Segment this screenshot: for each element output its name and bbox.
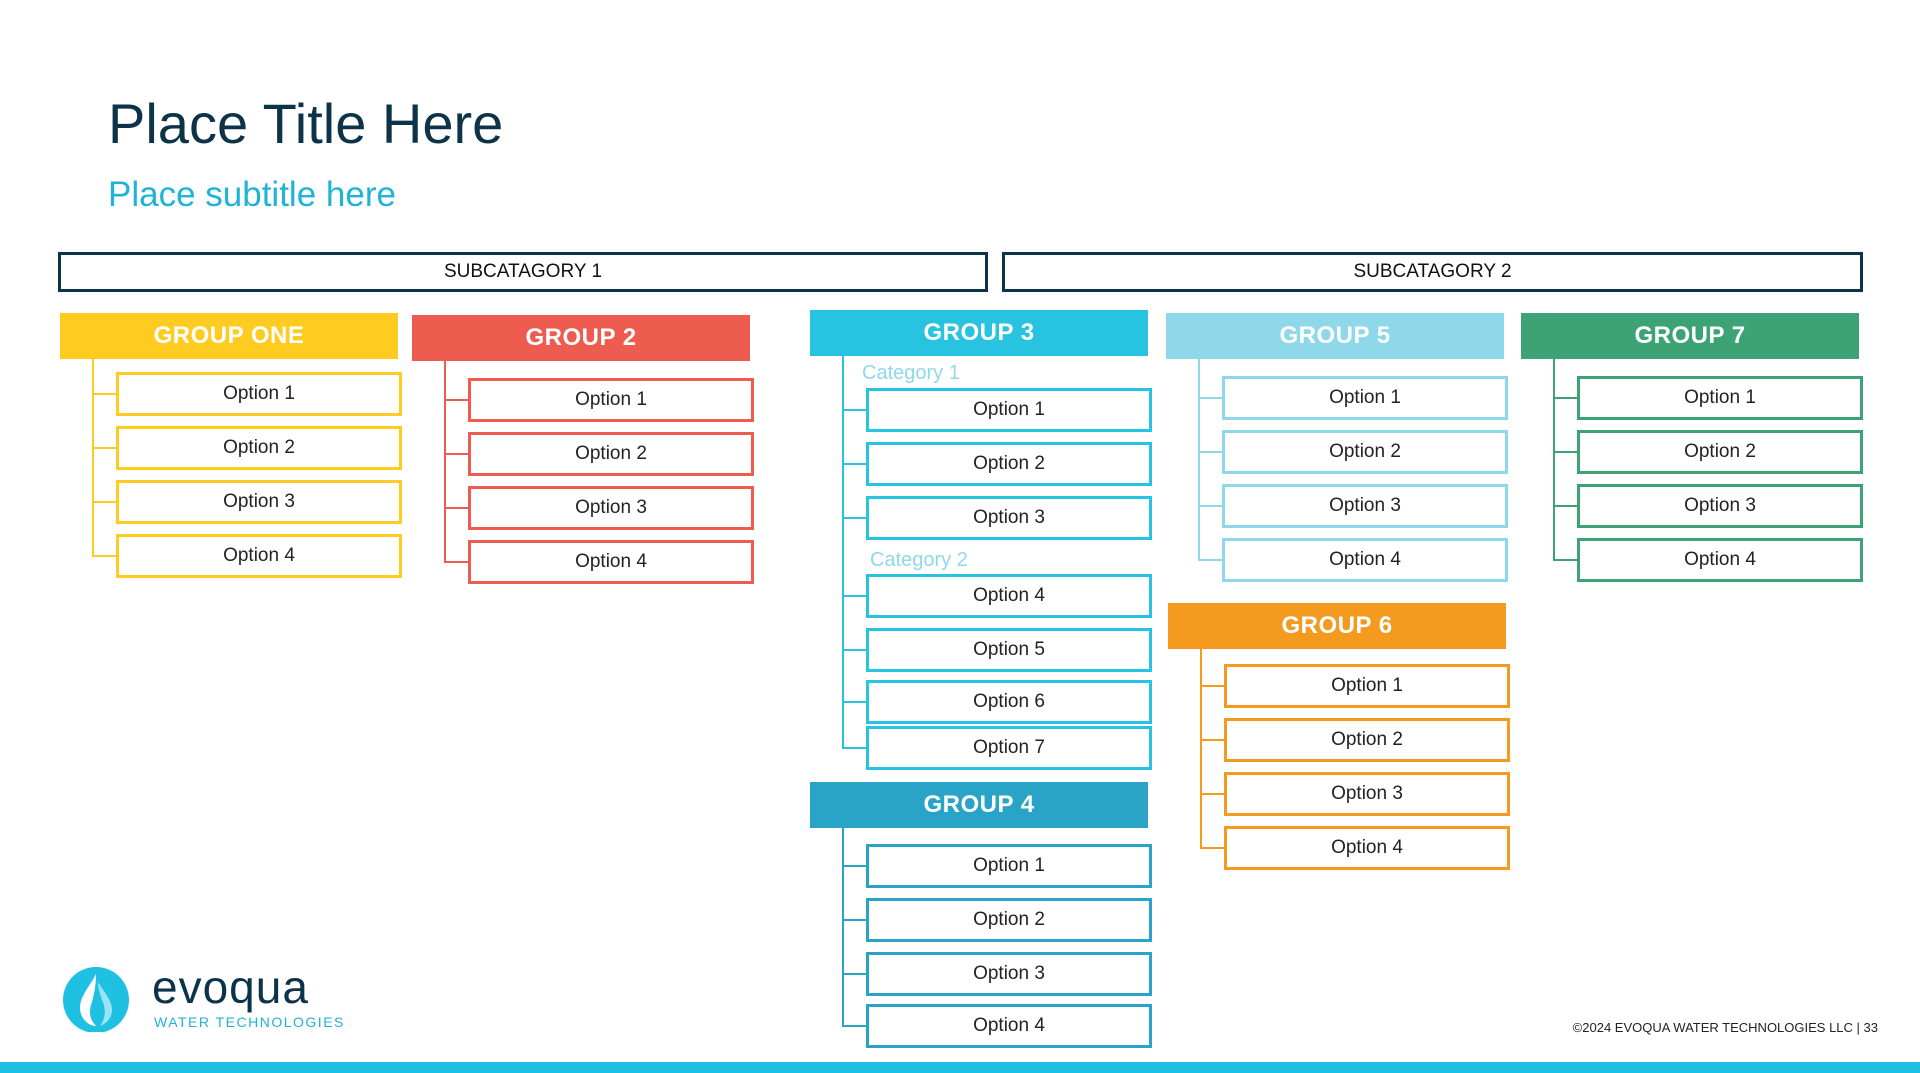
group-one-option-2[interactable]: Option 2 <box>116 426 402 470</box>
group-7-connector-branch <box>1553 397 1581 399</box>
group-2-connector-branch <box>444 453 472 455</box>
group-7-option-3[interactable]: Option 3 <box>1577 484 1863 528</box>
page-subtitle: Place subtitle here <box>108 175 396 214</box>
logo-tagline: WATER TECHNOLOGIES <box>154 1014 345 1030</box>
group-2-option-3[interactable]: Option 3 <box>468 486 754 530</box>
group-3-category-1-label: Category 1 <box>862 362 960 384</box>
group-6-connector-branch <box>1200 793 1228 795</box>
group-6-connector-trunk <box>1200 649 1202 848</box>
group-2-connector-branch <box>444 399 472 401</box>
footer-copyright: ©2024 EVOQUA WATER TECHNOLOGIES LLC | 33 <box>1572 1020 1878 1035</box>
group-2-option-4[interactable]: Option 4 <box>468 540 754 584</box>
group-one-option-1[interactable]: Option 1 <box>116 372 402 416</box>
group-2-option-2[interactable]: Option 2 <box>468 432 754 476</box>
group-3-option-5[interactable]: Option 5 <box>866 628 1152 672</box>
group-3-option-1[interactable]: Option 1 <box>866 388 1152 432</box>
group-5-connector-branch <box>1198 505 1226 507</box>
group-4-header[interactable]: GROUP 4 <box>810 782 1148 828</box>
group-5-connector-branch <box>1198 397 1226 399</box>
group-4-connector-branch <box>842 973 870 975</box>
group-6-option-3[interactable]: Option 3 <box>1224 772 1510 816</box>
group-3-connector-branch <box>842 701 870 703</box>
group-3-option-7[interactable]: Option 7 <box>866 726 1152 770</box>
group-4-option-4[interactable]: Option 4 <box>866 1004 1152 1048</box>
group-5-header[interactable]: GROUP 5 <box>1166 313 1504 359</box>
group-one-connector-branch <box>92 447 120 449</box>
group-one-option-3[interactable]: Option 3 <box>116 480 402 524</box>
group-7-connector-branch <box>1553 505 1581 507</box>
group-3-connector-branch <box>842 595 870 597</box>
group-one-connector-branch <box>92 555 120 557</box>
group-3-connector-branch <box>842 747 870 749</box>
group-7-connector-trunk <box>1553 359 1555 560</box>
group-3-category-2-label: Category 2 <box>870 549 968 571</box>
group-2-connector-trunk <box>444 361 446 562</box>
group-one-option-4[interactable]: Option 4 <box>116 534 402 578</box>
group-7-option-4[interactable]: Option 4 <box>1577 538 1863 582</box>
group-4-option-2[interactable]: Option 2 <box>866 898 1152 942</box>
evoqua-logo: evoqua WATER TECHNOLOGIES <box>60 960 360 1040</box>
group-3-connector-trunk <box>842 356 844 748</box>
group-5-connector-branch <box>1198 451 1226 453</box>
group-4-connector-branch <box>842 1025 870 1027</box>
group-5-option-2[interactable]: Option 2 <box>1222 430 1508 474</box>
group-6-option-4[interactable]: Option 4 <box>1224 826 1510 870</box>
group-2-connector-branch <box>444 561 472 563</box>
page-title: Place Title Here <box>108 92 504 155</box>
group-6-header[interactable]: GROUP 6 <box>1168 603 1506 649</box>
group-3-option-6[interactable]: Option 6 <box>866 680 1152 724</box>
group-2-connector-branch <box>444 507 472 509</box>
group-2-header[interactable]: GROUP 2 <box>412 315 750 361</box>
group-one-connector-branch <box>92 501 120 503</box>
group-3-connector-branch <box>842 409 870 411</box>
subcategory-2-header[interactable]: SUBCATAGORY 2 <box>1002 252 1863 292</box>
group-5-connector-trunk <box>1198 359 1200 560</box>
group-one-connector-trunk <box>92 359 94 556</box>
group-2-option-1[interactable]: Option 1 <box>468 378 754 422</box>
group-3-connector-branch <box>842 517 870 519</box>
group-3-option-3[interactable]: Option 3 <box>866 496 1152 540</box>
group-4-connector-branch <box>842 919 870 921</box>
group-6-option-1[interactable]: Option 1 <box>1224 664 1510 708</box>
group-6-option-2[interactable]: Option 2 <box>1224 718 1510 762</box>
group-5-option-4[interactable]: Option 4 <box>1222 538 1508 582</box>
group-7-connector-branch <box>1553 559 1581 561</box>
group-7-connector-branch <box>1553 451 1581 453</box>
group-3-connector-branch <box>842 649 870 651</box>
group-one-header[interactable]: GROUP ONE <box>60 313 398 359</box>
group-6-connector-branch <box>1200 847 1228 849</box>
group-3-connector-branch <box>842 463 870 465</box>
group-5-option-1[interactable]: Option 1 <box>1222 376 1508 420</box>
group-6-connector-branch <box>1200 685 1228 687</box>
group-4-connector-trunk <box>842 828 844 1026</box>
subcategory-1-header[interactable]: SUBCATAGORY 1 <box>58 252 988 292</box>
water-drop-icon <box>63 967 129 1032</box>
group-7-option-2[interactable]: Option 2 <box>1577 430 1863 474</box>
group-3-option-4[interactable]: Option 4 <box>866 574 1152 618</box>
bottom-accent-bar <box>0 1062 1920 1073</box>
group-6-connector-branch <box>1200 739 1228 741</box>
group-3-header[interactable]: GROUP 3 <box>810 310 1148 356</box>
group-5-connector-branch <box>1198 559 1226 561</box>
group-one-connector-branch <box>92 393 120 395</box>
group-7-option-1[interactable]: Option 1 <box>1577 376 1863 420</box>
logo-wordmark: evoqua <box>152 961 309 1013</box>
group-4-option-1[interactable]: Option 1 <box>866 844 1152 888</box>
group-3-option-2[interactable]: Option 2 <box>866 442 1152 486</box>
group-5-option-3[interactable]: Option 3 <box>1222 484 1508 528</box>
group-4-option-3[interactable]: Option 3 <box>866 952 1152 996</box>
group-4-connector-branch <box>842 865 870 867</box>
group-7-header[interactable]: GROUP 7 <box>1521 313 1859 359</box>
